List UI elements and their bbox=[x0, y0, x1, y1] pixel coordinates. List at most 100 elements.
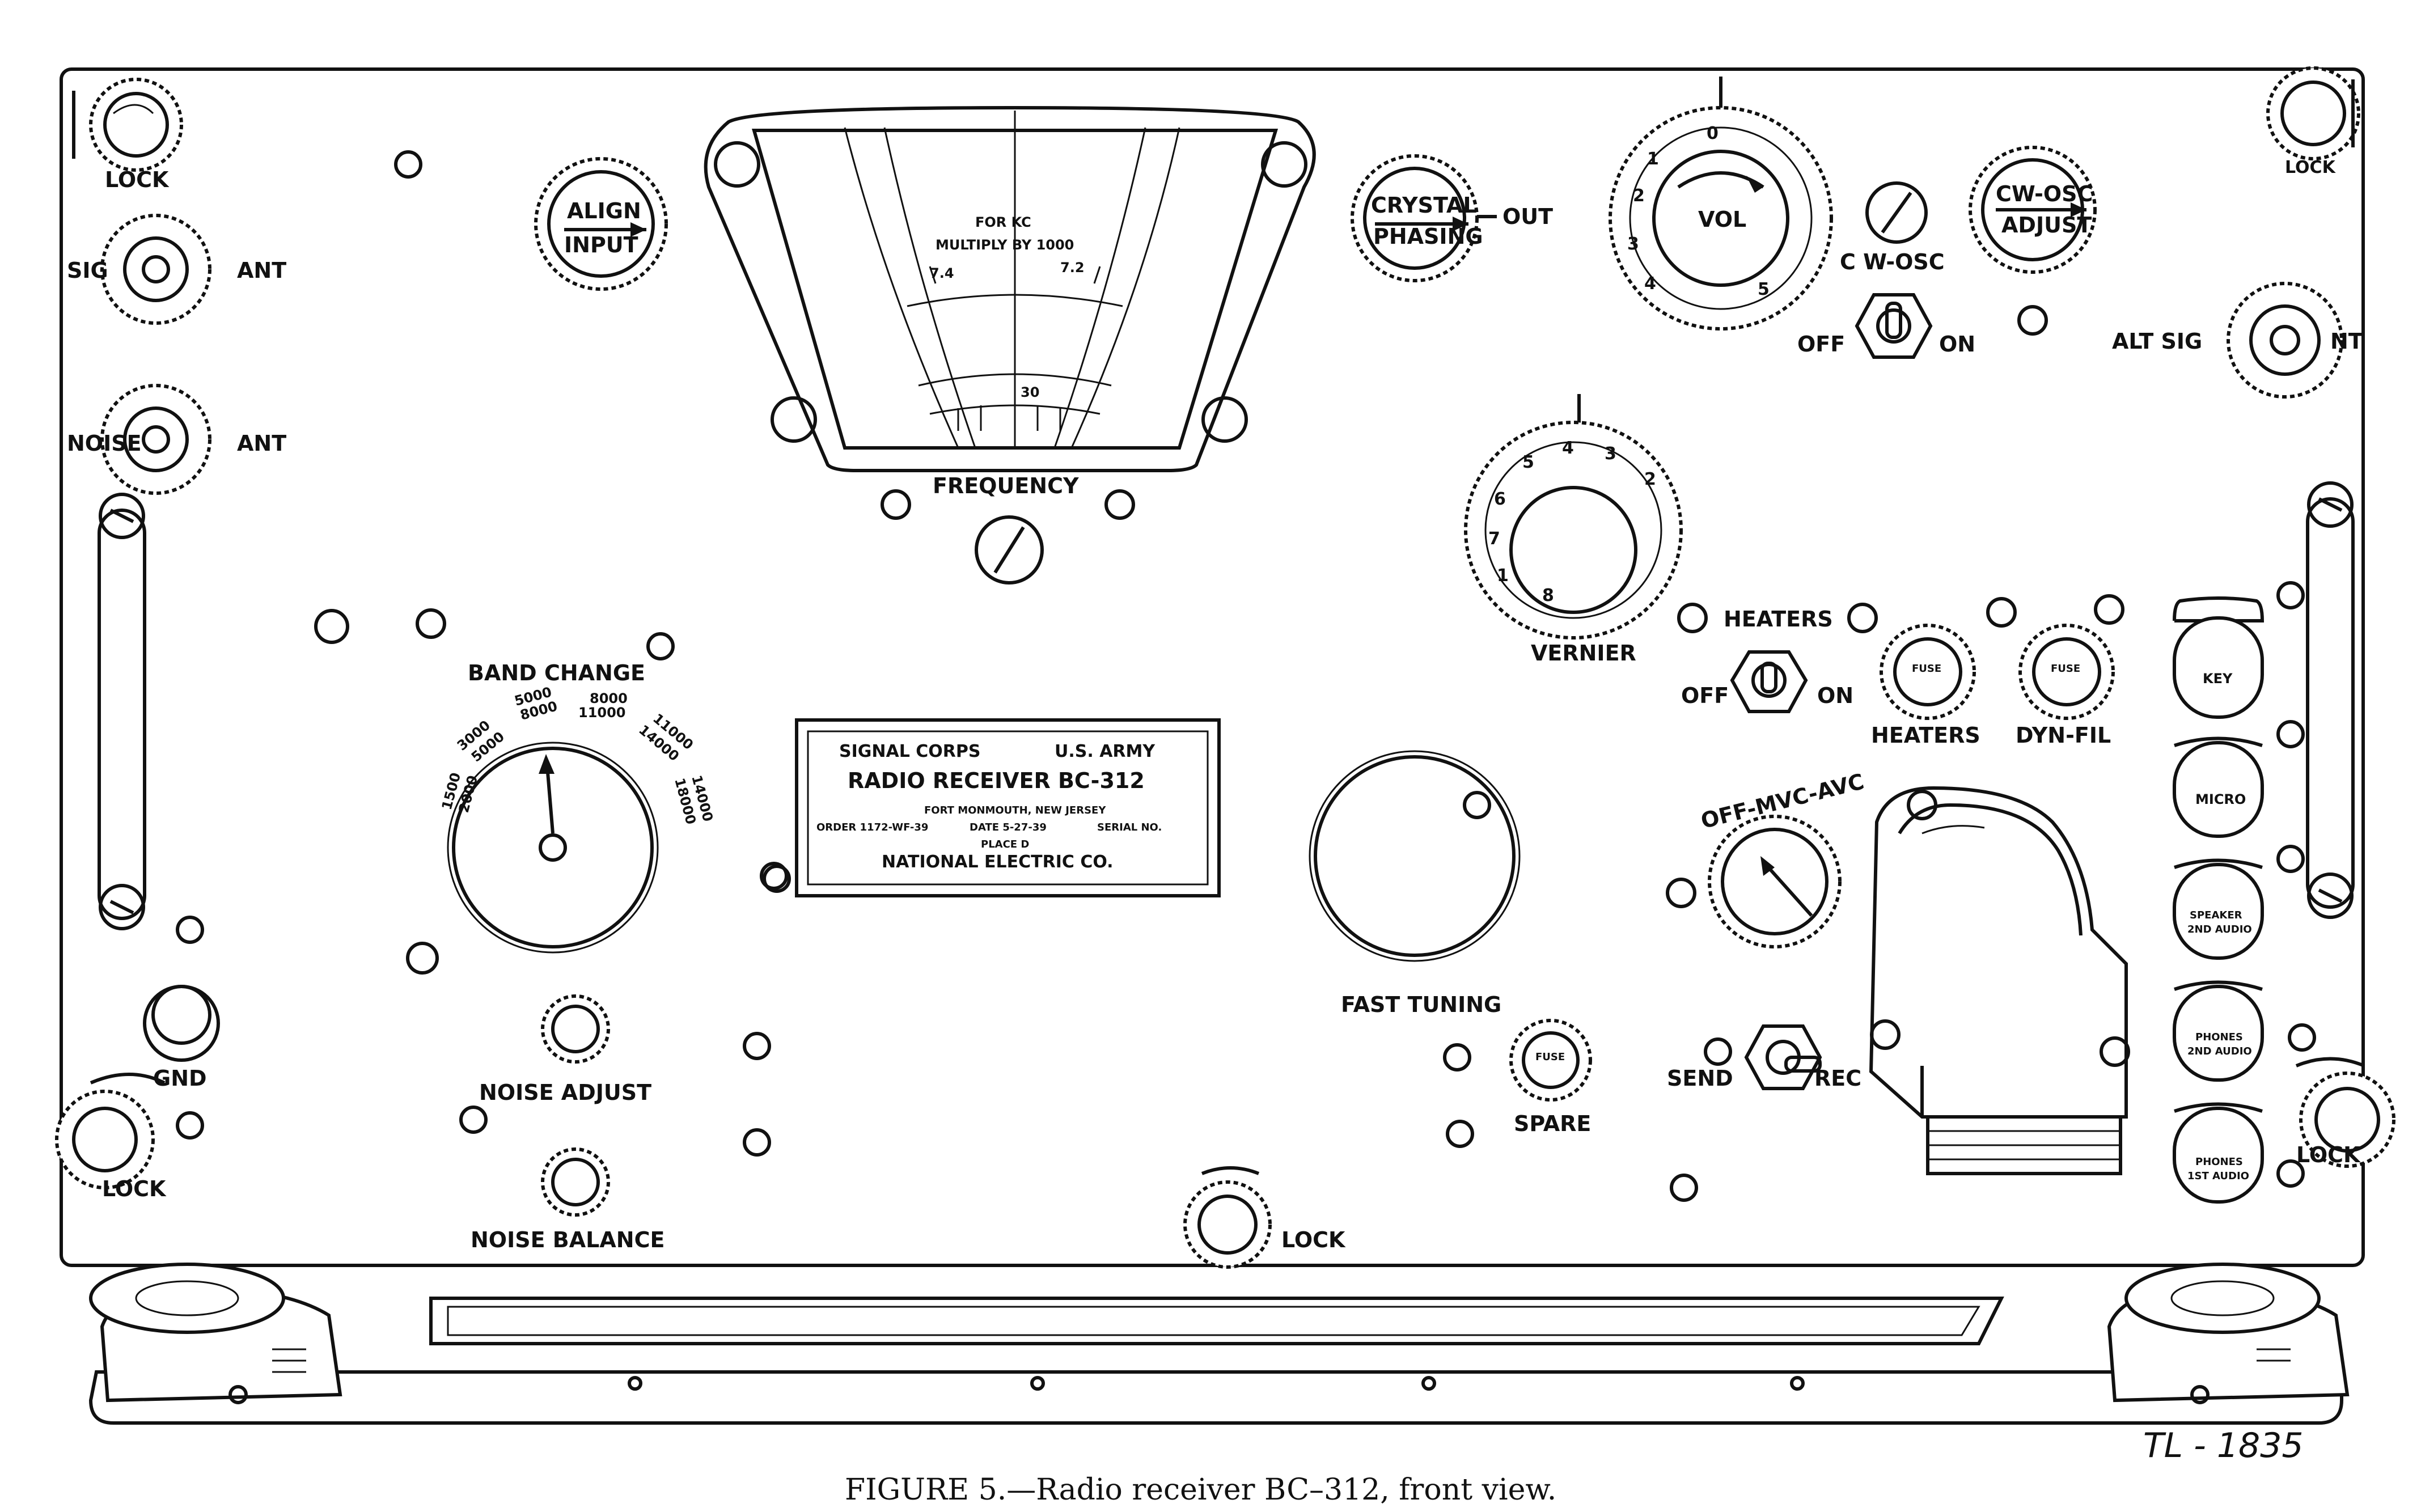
dyn-fil-fuse[interactable] bbox=[2018, 624, 2115, 720]
screw bbox=[1907, 790, 1937, 820]
cw-osc-screw[interactable] bbox=[1865, 181, 1928, 244]
freq-72-label: 7.2 bbox=[1060, 260, 1085, 276]
vol-knob[interactable] bbox=[1609, 77, 1833, 331]
alt-sig-label: ALT SIG bbox=[2112, 329, 2202, 354]
screw bbox=[1446, 1120, 1474, 1148]
noise-ant-jack[interactable] bbox=[100, 384, 211, 495]
sig-ant-jack[interactable] bbox=[100, 214, 211, 325]
cw-off-label: OFF bbox=[1797, 332, 1845, 357]
multiply-label: MULTIPLY BY 1000 bbox=[936, 237, 1074, 253]
crystal-label-1: CRYSTAL bbox=[1371, 193, 1477, 218]
screw bbox=[406, 942, 439, 975]
vernier-scale-1: 1 bbox=[1497, 566, 1509, 586]
screw bbox=[1847, 603, 1878, 633]
lock-label-bottom-right: LOCK bbox=[2296, 1142, 2361, 1167]
screw bbox=[2276, 581, 2305, 609]
band-11000a: 11000 bbox=[578, 705, 626, 721]
cw-adjust-label-1: CW-OSC bbox=[1996, 181, 2093, 206]
screw bbox=[2017, 305, 2048, 336]
vol-scale-3: 3 bbox=[1627, 234, 1639, 254]
screw bbox=[1704, 1037, 1732, 1066]
alt-sig-jack[interactable] bbox=[2227, 282, 2343, 399]
handle-left[interactable] bbox=[98, 493, 146, 930]
noise-adjust-knob[interactable] bbox=[541, 994, 610, 1064]
frequency-dial-window bbox=[704, 105, 1316, 472]
micro-label: MICRO bbox=[2195, 791, 2246, 807]
heaters-fuse[interactable] bbox=[1880, 624, 1976, 720]
screw bbox=[314, 609, 349, 644]
lock-knob-bottom-right[interactable] bbox=[2295, 1057, 2395, 1168]
noise-label: NOISE bbox=[67, 431, 142, 456]
lock-label-bottom-left: LOCK bbox=[102, 1176, 167, 1201]
frequency-tuning-screw[interactable] bbox=[975, 515, 1044, 585]
drawing-number: TL - 1835 bbox=[2143, 1426, 2304, 1466]
vernier-knob[interactable] bbox=[1464, 394, 1683, 639]
plate-order: ORDER 1172-WF-39 bbox=[816, 821, 928, 833]
spare-fuse-text: FUSE bbox=[1535, 1051, 1565, 1063]
crystal-label-2: PHASING bbox=[1373, 224, 1483, 249]
screw bbox=[459, 1106, 488, 1134]
phones-1st-jack[interactable] bbox=[2173, 1102, 2264, 1204]
band-change-label: BAND CHANGE bbox=[468, 660, 645, 685]
lock-label-top-right: LOCK bbox=[2285, 158, 2337, 177]
vernier-scale-6: 6 bbox=[1494, 489, 1506, 509]
off-mvc-avc-knob[interactable] bbox=[1708, 815, 1842, 948]
vernier-scale-7: 7 bbox=[1488, 529, 1500, 549]
crystal-phasing-knob[interactable] bbox=[1351, 154, 1497, 282]
send-rec-toggle[interactable] bbox=[1744, 1024, 1822, 1090]
heaters-fuse-label: HEATERS bbox=[1871, 723, 1980, 748]
screw bbox=[2276, 845, 2305, 873]
plate-radio-receiver: RADIO RECEIVER BC-312 bbox=[848, 768, 1145, 793]
cw-on-label: ON bbox=[1939, 332, 1975, 357]
band-change-dial[interactable] bbox=[447, 742, 659, 954]
screw bbox=[176, 916, 204, 944]
base-skid bbox=[88, 1297, 2343, 1425]
fast-tuning-knob[interactable] bbox=[1309, 750, 1521, 962]
screw bbox=[394, 150, 422, 179]
key-jack[interactable] bbox=[2173, 596, 2265, 719]
speaker-jack[interactable] bbox=[2173, 858, 2264, 960]
gnd-terminal[interactable] bbox=[143, 985, 220, 1062]
lock-knob-bottom-center[interactable] bbox=[1183, 1166, 1272, 1269]
cw-osc-toggle[interactable] bbox=[1855, 293, 1933, 359]
noise-balance-label: NOISE BALANCE bbox=[471, 1227, 664, 1252]
spare-fuse[interactable] bbox=[1509, 1019, 1592, 1102]
plate-signal-corps: SIGNAL CORPS bbox=[839, 742, 981, 761]
micro-jack[interactable] bbox=[2173, 736, 2264, 838]
screw bbox=[1870, 1019, 1901, 1050]
phones2-label-1: PHONES bbox=[2195, 1031, 2243, 1043]
freq-30-label: 30 bbox=[1021, 384, 1039, 400]
gnd-label: GND bbox=[153, 1066, 207, 1091]
heaters-fuse-text: FUSE bbox=[1912, 663, 1941, 675]
handle-right[interactable] bbox=[2306, 481, 2355, 919]
ant-label-1: ANT bbox=[237, 258, 286, 283]
screw bbox=[176, 1111, 204, 1140]
heaters-switch-label: HEATERS bbox=[1724, 607, 1833, 632]
screw bbox=[743, 1032, 771, 1060]
align-label-2: INPUT bbox=[564, 232, 638, 257]
vol-scale-2: 2 bbox=[1633, 186, 1645, 206]
foot-left bbox=[89, 1263, 342, 1404]
phones1-label-1: PHONES bbox=[2195, 1156, 2243, 1168]
screw bbox=[1201, 396, 1248, 443]
screw bbox=[881, 489, 911, 520]
vernier-scale-8: 8 bbox=[1542, 586, 1554, 605]
lock-label-bottom-center: LOCK bbox=[1281, 1227, 1346, 1252]
align-input-knob[interactable] bbox=[534, 157, 668, 291]
vernier-scale-5: 5 bbox=[1522, 452, 1534, 472]
phones-2nd-jack[interactable] bbox=[2173, 980, 2264, 1082]
cw-osc-adjust-knob[interactable] bbox=[1969, 146, 2097, 274]
lock-knob-top-left[interactable] bbox=[72, 78, 183, 172]
lock-label-top-left: LOCK bbox=[105, 167, 170, 192]
heaters-toggle[interactable] bbox=[1730, 650, 1808, 713]
ant-label-2: ANT bbox=[237, 431, 286, 456]
key-label: KEY bbox=[2203, 671, 2233, 687]
noise-balance-knob[interactable] bbox=[541, 1147, 610, 1217]
frequency-label: FREQUENCY bbox=[933, 473, 1079, 498]
lock-knob-top-right[interactable] bbox=[2266, 66, 2360, 160]
vol-scale-4: 4 bbox=[1644, 274, 1656, 294]
screw bbox=[2288, 1023, 2316, 1052]
phones2-label-2: 2ND AUDIO bbox=[2187, 1045, 2252, 1057]
lock-knob-bottom-left[interactable] bbox=[55, 1073, 166, 1189]
vernier-scale-3: 3 bbox=[1605, 444, 1616, 464]
